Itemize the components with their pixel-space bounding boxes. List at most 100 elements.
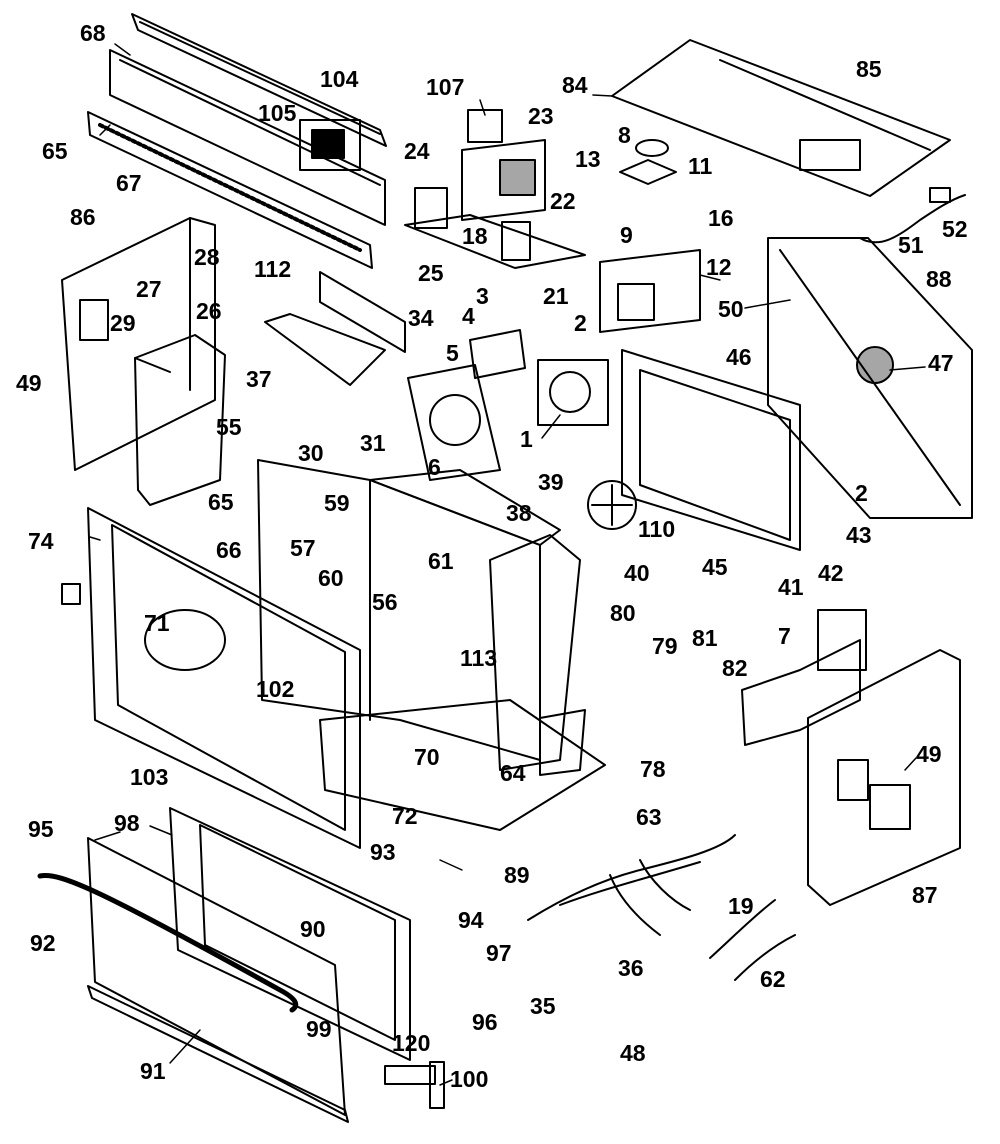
callout-label: 80	[610, 600, 636, 626]
callout-label: 36	[618, 955, 644, 981]
vent-grille-67	[87, 111, 373, 269]
callout-label: 4	[462, 303, 475, 329]
front-trim-68	[131, 13, 387, 147]
rear-panel-88	[767, 237, 973, 519]
callout-label: 3	[476, 283, 489, 309]
callout-label: 63	[636, 804, 662, 830]
callout-label: 23	[528, 103, 554, 129]
callout-label: 48	[620, 1040, 646, 1066]
shield-34	[264, 271, 406, 386]
callout-label: 5	[446, 340, 459, 366]
hinge-91	[87, 985, 349, 1123]
waveguide-12	[599, 249, 701, 333]
callout-label: 49	[916, 741, 942, 767]
callout-label: 86	[70, 204, 96, 230]
fan-assembly-6	[407, 364, 501, 481]
callout-label: 110	[638, 516, 676, 542]
callout-label: 6	[428, 454, 441, 480]
callout-label: 27	[136, 276, 162, 302]
callout-label: 19	[728, 893, 754, 919]
callout-label: 84	[562, 72, 588, 98]
callout-label: 98	[114, 810, 140, 836]
magnetron-1	[537, 359, 609, 426]
callout-label: 42	[818, 560, 844, 586]
callout-label: 21	[543, 283, 569, 309]
air-duct-55	[134, 334, 226, 506]
callout-label: 94	[458, 907, 484, 933]
bracket-5	[469, 329, 526, 379]
callout-label: 38	[506, 500, 532, 526]
callout-label: 45	[702, 554, 728, 580]
callout-label: 35	[530, 993, 556, 1019]
transformer-23	[461, 109, 546, 221]
callout-label: 71	[144, 610, 170, 636]
callout-label: 88	[926, 266, 952, 292]
callout-label: 39	[538, 469, 564, 495]
callout-label: 95	[28, 816, 54, 842]
callout-label: 72	[392, 803, 418, 829]
handle-92	[37, 873, 299, 1013]
callout-label: 120	[392, 1030, 431, 1056]
callout-label: 57	[290, 535, 316, 561]
power-cord-52	[859, 187, 966, 244]
callout-label: 105	[258, 100, 297, 126]
callout-label: 100	[450, 1066, 489, 1092]
callout-label: 13	[575, 146, 601, 172]
callout-label: 1	[520, 426, 533, 452]
frame-41	[621, 349, 801, 551]
callout-label: 56	[372, 589, 398, 615]
callout-label: 65	[208, 489, 234, 515]
callout-label: 12	[706, 254, 732, 280]
callout-label: 30	[298, 440, 324, 466]
callout-label: 26	[196, 298, 222, 324]
callout-label: 112	[254, 256, 292, 282]
callout-label: 66	[216, 537, 242, 563]
callout-label: 18	[462, 223, 488, 249]
fan-motor-8	[619, 139, 677, 185]
side-panel-87	[807, 649, 961, 906]
bracket-64	[539, 709, 586, 776]
base-plate-25	[404, 187, 586, 269]
callout-label: 43	[846, 522, 872, 548]
callout-label: 87	[912, 882, 938, 908]
callout-label: 96	[472, 1009, 498, 1035]
callout-label: 61	[428, 548, 454, 574]
front-frame-74	[87, 507, 361, 849]
callout-label: 11	[688, 153, 713, 179]
wiring-harness-63	[527, 834, 736, 936]
callout-label: 97	[486, 940, 512, 966]
callout-label: 70	[414, 744, 440, 770]
callout-label: 67	[116, 170, 142, 196]
base-plate-89	[319, 699, 606, 831]
callout-label: 2	[574, 310, 587, 336]
callout-label: 64	[500, 760, 526, 786]
callout-label: 40	[624, 560, 650, 586]
bracket-7	[741, 609, 867, 746]
callout-label: 49	[16, 370, 42, 396]
wire-62	[734, 934, 796, 981]
callout-label: 29	[110, 310, 136, 336]
latch-100	[384, 1061, 445, 1109]
callout-label: 93	[370, 839, 396, 865]
callout-label: 51	[898, 232, 924, 258]
callout-label: 90	[300, 916, 326, 942]
callout-label: 107	[426, 74, 465, 100]
callout-label: 31	[360, 430, 386, 456]
callout-label: 85	[856, 56, 882, 82]
clip-74	[61, 583, 81, 605]
callout-label: 99	[306, 1016, 332, 1042]
callout-label: 104	[320, 66, 359, 92]
door-frame-93	[169, 807, 411, 1061]
side-panel-86	[61, 217, 216, 471]
callout-label: 91	[140, 1058, 166, 1084]
top-panel-85	[611, 39, 951, 197]
leader-lines	[89, 43, 926, 1086]
fan-blade-40	[587, 480, 637, 530]
callout-label: 74	[28, 528, 54, 554]
callout-label: 59	[324, 490, 350, 516]
callout-label: 16	[708, 205, 734, 231]
control-box-104	[299, 119, 361, 171]
callout-label: 103	[130, 764, 169, 790]
